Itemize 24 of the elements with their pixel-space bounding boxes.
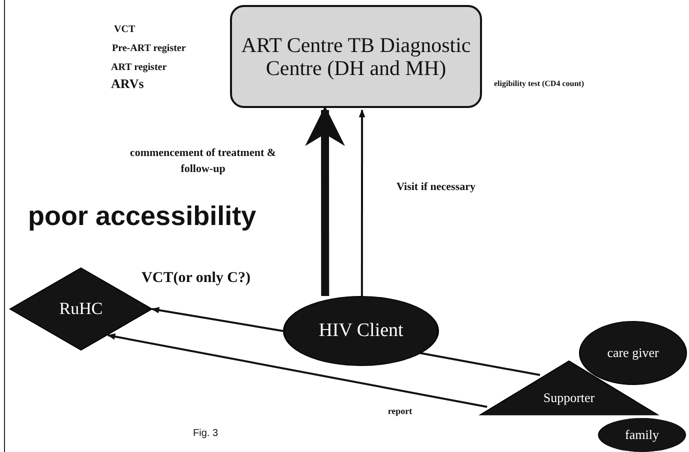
node-label: care giver bbox=[607, 346, 659, 360]
arrow bbox=[305, 106, 346, 296]
note-text: Pre-ART register bbox=[112, 43, 186, 55]
supporter-triangle bbox=[480, 361, 658, 415]
arrow bbox=[107, 333, 488, 408]
edge-label: report bbox=[386, 405, 414, 418]
edge-label: Visit if necessary bbox=[395, 180, 477, 195]
arrow bbox=[358, 109, 366, 296]
client-ellipse bbox=[283, 296, 439, 366]
edge-label: commencement of treatment & follow-up bbox=[128, 146, 278, 177]
node-label: ART Centre TB Diagnostic Centre (DH and MH) bbox=[240, 34, 472, 80]
node-label: Supporter bbox=[543, 388, 595, 406]
note-text: ART register bbox=[111, 62, 167, 74]
arrow bbox=[151, 307, 284, 332]
edge-label: VCT(or only C?) bbox=[140, 269, 252, 288]
node-label: RuHC bbox=[59, 300, 103, 318]
side-note: eligibility test (CD4 count) bbox=[494, 79, 584, 90]
heading-note: poor accessibility bbox=[28, 200, 256, 232]
figure-caption: Fig. 3 bbox=[193, 428, 218, 439]
node-label: family bbox=[625, 428, 659, 442]
note-text: VCT bbox=[114, 24, 136, 36]
role-ellipse bbox=[579, 321, 687, 385]
note-text: ARVs bbox=[111, 76, 144, 92]
node-label: HIV Client bbox=[318, 320, 404, 342]
